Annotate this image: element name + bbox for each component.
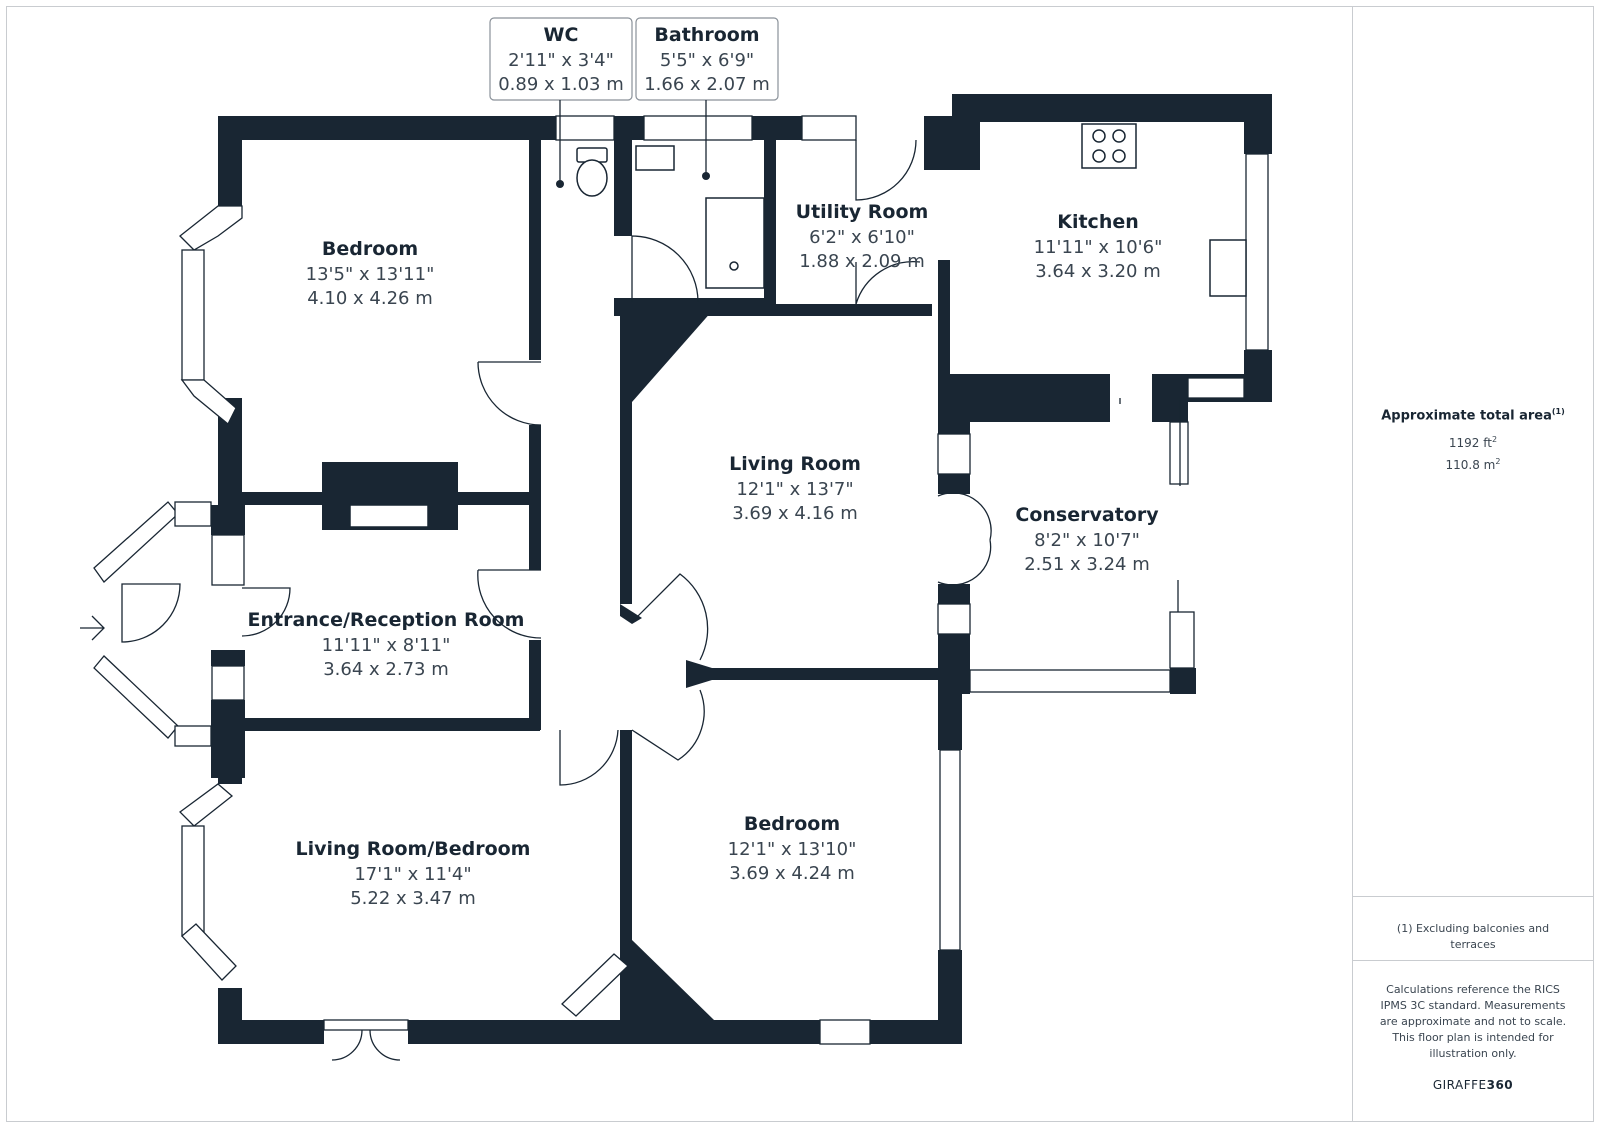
room-imperial-utility: 6'2" x 6'10" [809, 227, 915, 248]
bathtub [705, 197, 765, 289]
room-name-bedroom-2: Bedroom [744, 813, 840, 835]
walls [211, 94, 1272, 1044]
room-metric-wc: 0.89 x 1.03 m [498, 74, 624, 95]
disclaimer: Calculations reference the RICS IPMS 3C … [1379, 983, 1567, 1060]
basin [635, 145, 675, 171]
wc-callout [489, 17, 633, 101]
windows [93, 115, 1269, 1045]
bath-drain [729, 261, 739, 271]
doors [80, 139, 1181, 1061]
room-name-living: Living Room [729, 453, 861, 475]
room-metric-living: 3.69 x 4.16 m [732, 503, 858, 524]
brand-light: GIRAFFE [1432, 1078, 1487, 1092]
room-name-conservatory: Conservatory [1015, 504, 1159, 526]
hob [1081, 123, 1137, 169]
kitchen-sink [1209, 239, 1247, 297]
area-title: Approximate total area(1) [1352, 407, 1594, 423]
room-metric-entrance: 3.64 x 2.73 m [323, 659, 449, 680]
room-imperial-wc: 2'11" x 3'4" [508, 50, 614, 71]
brand-logo: GIRAFFE360 [1352, 1078, 1594, 1092]
room-imperial-entrance: 11'11" x 8'11" [322, 635, 451, 656]
room-metric-living-bedroom: 5.22 x 3.47 m [350, 888, 476, 909]
area-sqft: 1192 ft2 [1352, 435, 1594, 450]
brand-bold: 360 [1486, 1078, 1514, 1092]
toilet-bowl [576, 159, 608, 197]
room-imperial-conservatory: 8'2" x 10'7" [1034, 530, 1140, 551]
room-metric-conservatory: 2.51 x 3.24 m [1024, 554, 1150, 575]
room-metric-bedroom-1: 4.10 x 4.26 m [307, 288, 433, 309]
page-frame [6, 6, 1594, 1122]
room-name-entrance: Entrance/Reception Room [248, 609, 525, 631]
callouts [489, 17, 779, 188]
area-sqm-value: 110.8 m [1445, 458, 1496, 472]
room-name-kitchen: Kitchen [1057, 211, 1139, 233]
room-name-living-bedroom: Living Room/Bedroom [296, 838, 531, 860]
room-metric-kitchen: 3.64 x 3.20 m [1035, 261, 1161, 282]
area-sqm-sup: 2 [1495, 457, 1501, 466]
room-name-bathroom: Bathroom [654, 24, 759, 46]
bathroom-callout [635, 17, 779, 101]
room-imperial-living-bedroom: 17'1" x 11'4" [354, 864, 471, 885]
room-name-wc: WC [544, 24, 579, 46]
room-imperial-bedroom-2: 12'1" x 13'10" [728, 839, 857, 860]
room-metric-utility: 1.88 x 2.09 m [799, 251, 925, 272]
room-imperial-bathroom: 5'5" x 6'9" [660, 50, 754, 71]
sidebar-separator-1 [1352, 896, 1594, 897]
area-title-text: Approximate total area [1381, 408, 1552, 424]
room-imperial-living: 12'1" x 13'7" [736, 479, 853, 500]
room-name-bedroom-1: Bedroom [322, 238, 418, 260]
room-imperial-bedroom-1: 13'5" x 13'11" [306, 264, 435, 285]
sidebar-separator-2 [1352, 960, 1594, 961]
fixtures [576, 123, 1247, 297]
area-footnote-mark: (1) [1551, 407, 1565, 416]
room-imperial-kitchen: 11'11" x 10'6" [1034, 237, 1163, 258]
room-metric-bathroom: 1.66 x 2.07 m [644, 74, 770, 95]
room-name-utility: Utility Room [796, 201, 929, 223]
area-sqm: 110.8 m2 [1352, 457, 1594, 472]
footnote: (1) Excluding balconies and terraces [1396, 922, 1550, 951]
area-sqft-sup: 2 [1491, 435, 1498, 444]
area-sqft-value: 1192 ft [1448, 436, 1492, 450]
room-metric-bedroom-2: 3.69 x 4.24 m [729, 863, 855, 884]
sidebar-divider [1352, 6, 1353, 1122]
room-labels: WC 2'11" x 3'4" 0.89 x 1.03 m Bathroom 5… [248, 24, 1163, 909]
